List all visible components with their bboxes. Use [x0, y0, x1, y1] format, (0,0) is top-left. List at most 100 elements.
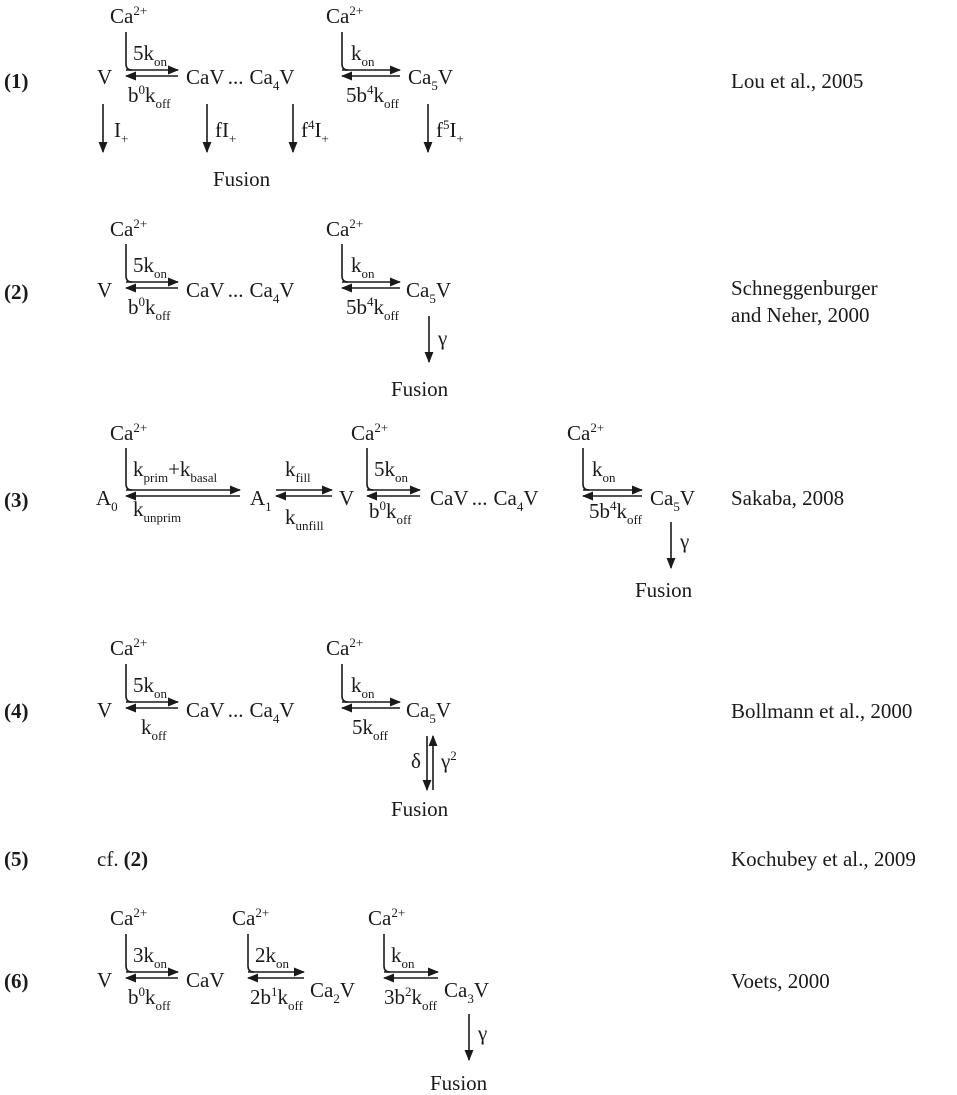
rate-label-off: 3b2koff [384, 984, 438, 1013]
rate-label-off: 5b4koff [346, 294, 400, 323]
rate-label-off: koff [141, 715, 167, 743]
species-label: CaV...Ca4V [186, 65, 295, 93]
rate-label-on: 3kon [133, 943, 168, 971]
rate-label-unfill: kunfill [285, 505, 324, 533]
scheme-4: (4) Bollmann et al., 2000 Ca2+ Ca2+ 5kon… [4, 635, 912, 821]
species-label: A0 [96, 486, 118, 514]
rate-label-on: kon [351, 673, 375, 701]
calcium-binding-hook [341, 664, 349, 703]
scheme-number: (5) [4, 847, 29, 871]
rate-label-on: 2kon [255, 943, 290, 971]
scheme-number: (6) [4, 969, 29, 993]
calcium-binding-hook [125, 244, 133, 283]
calcium-ion-label: Ca2+ [351, 420, 388, 445]
species-label: Ca5V [650, 486, 695, 514]
species-label: CaV...Ca4V [186, 698, 295, 726]
rate-label-on: kon [592, 457, 616, 485]
fusion-label: Fusion [430, 1071, 488, 1095]
fusion-label: Fusion [391, 377, 449, 401]
species-label: V [97, 968, 112, 992]
calcium-ion-label: Ca2+ [326, 3, 363, 28]
scheme-reference: Sakaba, 2008 [731, 486, 844, 510]
species-label: V [339, 486, 354, 510]
species-label: CaV [186, 968, 225, 992]
rate-label-prim: kprim+kbasal [133, 457, 218, 485]
calcium-ion-label: Ca2+ [232, 905, 269, 930]
calcium-binding-hook [341, 244, 349, 283]
calcium-ion-label: Ca2+ [110, 635, 147, 660]
rate-label-on: kon [391, 943, 415, 971]
species-label: Ca5V [408, 65, 453, 93]
species-label: Ca2V [310, 978, 355, 1006]
fusion-rate-label: γ [679, 529, 689, 553]
fusion-rate-label: f5I+ [436, 117, 464, 146]
calcium-binding-hook [582, 448, 590, 491]
rate-label-on: 5kon [133, 253, 168, 281]
cross-reference-note: cf.(2) [97, 847, 148, 871]
species-label: A1 [250, 486, 272, 514]
rate-label-off: b0koff [128, 294, 171, 323]
scheme-reference: Lou et al., 2005 [731, 69, 863, 93]
rate-label-off: 5b4koff [346, 82, 400, 111]
rate-label-fill: kfill [285, 457, 311, 485]
rate-label-off: 5b4koff [589, 498, 643, 527]
rate-label-off: b0koff [128, 82, 171, 111]
scheme-reference: Voets, 2000 [731, 969, 830, 993]
fusion-label: Fusion [391, 797, 449, 821]
calcium-binding-hook [341, 32, 349, 71]
rate-label-off: b0koff [128, 984, 171, 1013]
scheme-6: (6) Voets, 2000 Ca2+ Ca2+ Ca2+ 3kon b0ko… [4, 905, 830, 1095]
scheme-reference: Bollmann et al., 2000 [731, 699, 912, 723]
scheme-1: (1) Lou et al., 2005 Ca2+ Ca2+ 5kon b0ko… [4, 3, 863, 191]
scheme-number: (1) [4, 69, 29, 93]
species-label: V [97, 65, 112, 89]
calcium-ion-label: Ca2+ [110, 216, 147, 241]
rate-label-unprim: kunprim [133, 497, 181, 525]
species-label: Ca3V [444, 978, 489, 1006]
fusion-label: Fusion [635, 578, 693, 602]
calcium-ion-label: Ca2+ [110, 420, 147, 445]
rate-label-gamma-squared: γ2 [440, 748, 457, 773]
scheme-5: (5) cf.(2) Kochubey et al., 2009 [4, 847, 916, 871]
calcium-ion-label: Ca2+ [567, 420, 604, 445]
species-label: CaV...Ca4V [430, 486, 539, 514]
scheme-number: (4) [4, 699, 29, 723]
calcium-binding-hook [125, 934, 133, 973]
rate-label-on: kon [351, 253, 375, 281]
rate-label-on: 5kon [133, 41, 168, 69]
calcium-ion-label: Ca2+ [368, 905, 405, 930]
calcium-binding-hook [125, 32, 133, 71]
calcium-ion-label: Ca2+ [110, 905, 147, 930]
scheme-number: (3) [4, 488, 29, 512]
rate-label-off: 2b1koff [250, 984, 304, 1013]
fusion-rate-label: γ [477, 1021, 487, 1045]
rate-label-on: 5kon [374, 457, 409, 485]
fusion-rate-label: γ [437, 326, 447, 350]
fusion-rate-label: fI+ [215, 118, 236, 146]
fusion-label: Fusion [213, 167, 271, 191]
calcium-binding-hook [125, 448, 133, 491]
calcium-ion-label: Ca2+ [326, 635, 363, 660]
scheme-number: (2) [4, 280, 29, 304]
species-label: V [97, 698, 112, 722]
rate-label-delta: δ [411, 749, 421, 773]
calcium-binding-hook [247, 934, 255, 973]
rate-label-on: 5kon [133, 673, 168, 701]
calcium-ion-label: Ca2+ [110, 3, 147, 28]
fusion-rate-label: I+ [114, 118, 128, 146]
calcium-ion-label: Ca2+ [326, 216, 363, 241]
calcium-binding-hook [125, 664, 133, 703]
species-label: CaV...Ca4V [186, 278, 295, 306]
scheme-3: (3) Sakaba, 2008 Ca2+ Ca2+ Ca2+ kprim+kb… [4, 420, 844, 602]
species-label: Ca5V [406, 698, 451, 726]
rate-label-off: 5koff [352, 715, 389, 743]
rate-label-on: kon [351, 41, 375, 69]
scheme-reference: Kochubey et al., 2009 [731, 847, 916, 871]
rate-label-off: b0koff [369, 498, 412, 527]
fusion-rate-label: f4I+ [301, 117, 329, 146]
calcium-binding-hook [383, 934, 391, 973]
calcium-binding-hook [366, 448, 374, 491]
